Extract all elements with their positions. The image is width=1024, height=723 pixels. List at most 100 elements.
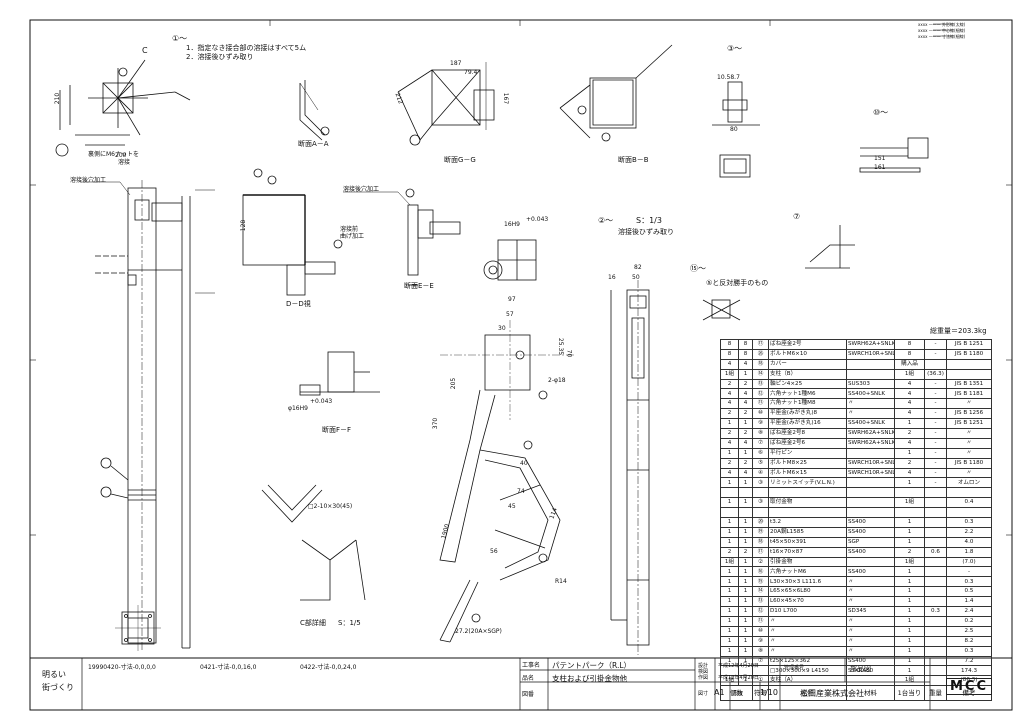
parts-cell: 0.4: [946, 497, 992, 509]
parts-cell: 4.0: [946, 536, 992, 548]
parts-cell: ⑮: [752, 576, 769, 588]
parts-cell: 4: [720, 467, 739, 479]
label-section-ff: 断面F－F: [322, 426, 352, 434]
parts-cell: 1: [894, 526, 925, 538]
parts-cell: [924, 576, 947, 588]
parts-cell: 4: [720, 398, 739, 410]
parts-cell: 8: [720, 339, 739, 350]
parts-cell: -: [924, 348, 947, 360]
parts-cell: [924, 655, 947, 667]
annot-pipe: 2-φ18: [548, 377, 566, 384]
plan-view-c: [55, 59, 191, 157]
parts-cell: ⑩: [752, 408, 769, 420]
parts-cell: 1: [720, 596, 739, 608]
parts-cell: 2: [720, 457, 739, 469]
annot-before-weld: 溶接前: [340, 226, 359, 233]
parts-header-row: 個数 符号 名称 材料 1台当り 重量 備考: [720, 685, 992, 702]
parts-cell: 〃: [846, 398, 895, 410]
parts-cell: 4: [894, 378, 925, 390]
parts-cell: JIS B 1180: [946, 348, 992, 360]
scale-label: 尺度: [733, 691, 744, 697]
detail-3: [712, 81, 760, 178]
parts-header-weight: 重量: [924, 685, 947, 702]
parts-cell: 2: [894, 546, 925, 558]
parts-cell: [946, 358, 992, 370]
section-ee: [405, 188, 461, 286]
parts-cell: ばね座金2号: [768, 339, 847, 350]
parts-cell: 1: [894, 645, 925, 657]
parts-cell: 1組: [720, 556, 739, 568]
parts-cell: [924, 665, 947, 677]
parts-cell: SS400: [846, 546, 895, 558]
parts-cell: 1: [738, 556, 753, 568]
parts-cell: 1: [720, 606, 739, 617]
company-logo: MCC: [946, 678, 993, 695]
dim-label: 128: [240, 219, 248, 232]
parts-cell: 0.3: [946, 645, 992, 657]
parts-cell: 0.5: [946, 586, 992, 598]
detail-10: [859, 137, 929, 173]
parts-cell: 2.4: [946, 606, 992, 617]
parts-cell: 1: [894, 477, 925, 489]
parts-cell: 4: [894, 408, 925, 420]
parts-cell: [894, 507, 925, 519]
drawing-type: 部品図: [850, 665, 871, 673]
design-label: 設計: [698, 663, 709, 669]
parts-cell: [924, 517, 947, 528]
parts-cell: 取付金物: [768, 497, 847, 509]
dim-label: 70: [565, 349, 573, 358]
parts-cell: [924, 487, 947, 499]
parts-cell: [924, 556, 947, 568]
parts-cell: ⑲: [752, 526, 769, 538]
parts-cell: ⑬: [752, 596, 769, 608]
parts-cell: ⑫: [752, 388, 769, 400]
parts-cell: JIS B 1251: [946, 339, 992, 350]
size-value: A1: [714, 688, 725, 697]
parts-cell: 1: [738, 615, 753, 627]
annot-bolt-note-2: 溶接: [118, 159, 131, 166]
parts-cell: (7.0): [946, 556, 992, 568]
dim-label: 167: [502, 92, 510, 105]
parts-cell: 〃: [946, 437, 992, 449]
parts-cell: 20A鋼L1585: [768, 526, 847, 538]
parts-cell: 1: [738, 625, 753, 637]
parts-cell: 1: [738, 517, 753, 528]
parts-cell: ボルトM8×25: [768, 457, 847, 469]
parts-cell: 1: [894, 615, 925, 627]
parts-cell: [924, 675, 947, 687]
parts-cell: [924, 586, 947, 598]
revision-3: 0422-寸法-0,0,24,0: [300, 664, 357, 671]
scale-value: 1/10: [760, 688, 778, 697]
parts-cell: [846, 507, 895, 519]
annot-hole-fit: 16H9: [504, 221, 520, 228]
parts-cell: 2: [894, 428, 925, 439]
parts-cell: ⑰: [752, 546, 769, 558]
parts-cell: -: [924, 388, 947, 400]
parts-cell: t16×70×87: [768, 546, 847, 558]
annot-weld-hole-2: 溶接後穴加工: [343, 186, 380, 193]
detail-c: [261, 484, 366, 601]
parts-cell: 平座金(みがき丸)16: [768, 418, 847, 430]
parts-cell: 4: [720, 388, 739, 400]
parts-cell: [946, 487, 992, 499]
parts-cell: [720, 507, 739, 519]
parts-cell: 1: [738, 566, 753, 578]
parts-cell: 2.5: [946, 625, 992, 637]
parts-cell: -: [924, 477, 947, 489]
dim-label: 57: [506, 311, 514, 318]
parts-cell: ⑧: [752, 645, 769, 657]
parts-cell: ⑪: [752, 615, 769, 627]
parts-cell: 1: [720, 645, 739, 657]
parts-cell: ⑪: [752, 398, 769, 410]
parts-header-qty: 個数: [720, 685, 753, 702]
parts-cell: 1: [720, 625, 739, 637]
parts-cell: 2: [720, 408, 739, 420]
